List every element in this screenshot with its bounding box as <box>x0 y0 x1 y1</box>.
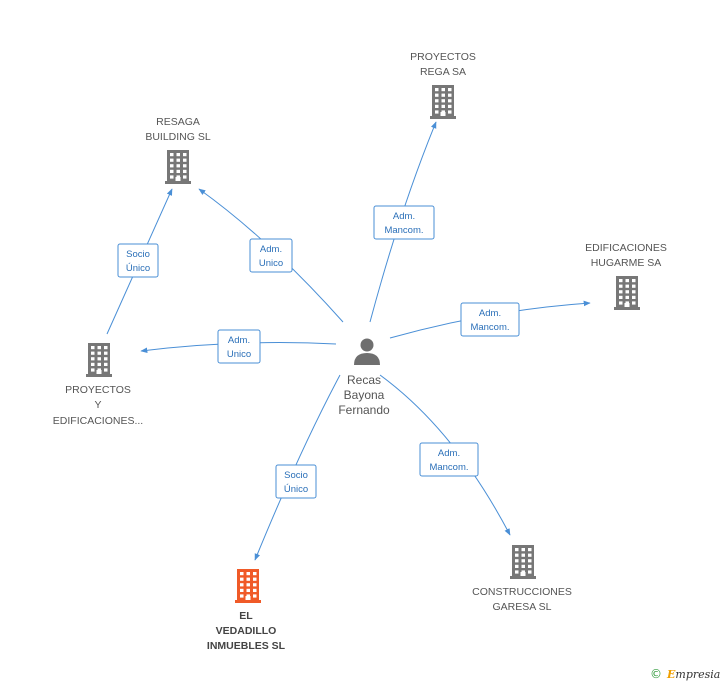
relation-line-2: Unico <box>227 349 251 360</box>
relation-line-1: Adm. <box>438 448 460 459</box>
relation-line-1: Adm. <box>479 308 501 319</box>
person-name-line-2: Bayona <box>344 388 385 402</box>
node-label-line-1: EDIFICACIONES <box>585 242 667 254</box>
relation-line-2: Único <box>126 263 150 274</box>
relation-line-1: Adm. <box>228 335 250 346</box>
relation-line-1: Adm. <box>393 211 415 222</box>
building-icon <box>235 569 261 603</box>
relation-box-proyectos-y-edif[interactable]: Adm. Unico <box>217 329 261 364</box>
node-label-line-2: BUILDING SL <box>145 131 211 143</box>
node-label-line-1: PROYECTOS <box>410 51 476 63</box>
relation-box-hugarme[interactable]: Adm. Mancom. <box>460 302 520 337</box>
brand-rest: mpresia <box>675 668 720 681</box>
edges <box>106 121 591 561</box>
node-label-line-1: RESAGA <box>156 116 200 128</box>
copyright-symbol: © <box>650 667 662 681</box>
relation-line-2: Unico <box>259 258 283 269</box>
building-icon <box>165 150 191 184</box>
relation-line-1: Socio <box>126 249 150 260</box>
node-label-line-1: EL <box>239 610 253 622</box>
brand-initial: E <box>666 668 676 681</box>
person-name-line-1: Recas <box>347 373 381 387</box>
node-construcciones-garesa[interactable]: CONSTRUCCIONES GARESA SL <box>472 545 572 613</box>
node-label-line-2: GARESA SL <box>493 601 552 613</box>
relation-box-resaga[interactable]: Adm. Unico <box>249 238 293 273</box>
relation-box-socio-resaga[interactable]: Socio Único <box>117 243 159 278</box>
node-label-line-2: Y <box>94 399 101 411</box>
node-label-line-1: PROYECTOS <box>65 384 131 396</box>
node-proyectos-rega[interactable]: PROYECTOS REGA SA <box>410 51 476 119</box>
building-icon <box>614 276 640 310</box>
relation-line-2: Mancom. <box>384 225 423 236</box>
relation-box-proyectos-rega[interactable]: Adm. Mancom. <box>373 205 435 240</box>
edge-vedadillo <box>254 374 341 561</box>
brand-footer: © Empresia <box>650 667 720 681</box>
node-label-line-3: EDIFICACIONES... <box>53 415 143 427</box>
node-label-line-3: INMUEBLES SL <box>207 640 286 652</box>
relation-line-2: Mancom. <box>429 462 468 473</box>
brand-logo: Empresia <box>666 668 720 681</box>
node-proyectos-y-edificaciones[interactable]: PROYECTOS Y EDIFICACIONES... <box>53 343 143 427</box>
node-resaga-building[interactable]: RESAGA BUILDING SL <box>145 116 211 184</box>
node-label-line-2: VEDADILLO <box>216 625 277 637</box>
relation-line-1: Socio <box>284 470 308 481</box>
relation-line-2: Único <box>284 484 308 495</box>
building-icon <box>510 545 536 579</box>
relation-box-garesa[interactable]: Adm. Mancom. <box>419 442 479 477</box>
building-icon <box>86 343 112 377</box>
person-name-line-3: Fernando <box>338 403 390 417</box>
relation-box-vedadillo[interactable]: Socio Único <box>275 464 317 499</box>
center-person[interactable]: Recas Bayona Fernando <box>338 338 390 418</box>
node-el-vedadillo[interactable]: EL VEDADILLO INMUEBLES SL <box>207 569 286 652</box>
node-edificaciones-hugarme[interactable]: EDIFICACIONES HUGARME SA <box>585 242 667 310</box>
relation-line-2: Mancom. <box>470 322 509 333</box>
node-label-line-2: REGA SA <box>420 66 466 78</box>
building-icon <box>430 85 456 119</box>
person-icon <box>354 338 380 365</box>
node-label-line-1: CONSTRUCCIONES <box>472 586 572 598</box>
relation-line-1: Adm. <box>260 244 282 255</box>
node-label-line-2: HUGARME SA <box>591 257 662 269</box>
